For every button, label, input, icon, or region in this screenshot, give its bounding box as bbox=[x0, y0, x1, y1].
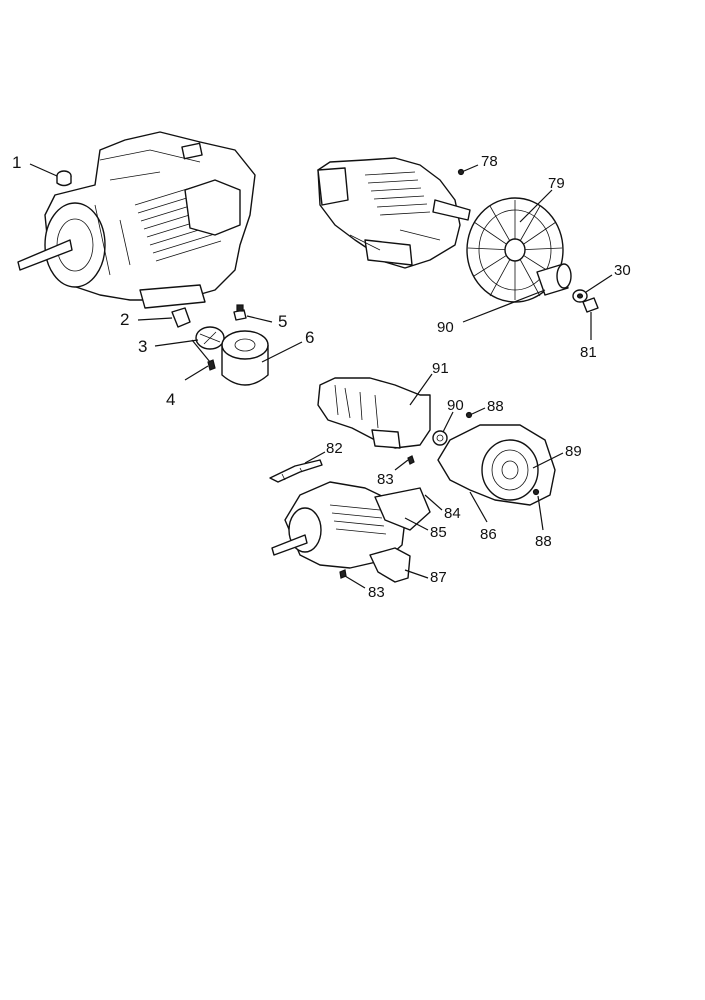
callout-82: 82 bbox=[326, 440, 343, 457]
callout-78: 78 bbox=[481, 153, 498, 170]
engine-block-right bbox=[317, 157, 471, 269]
callout-88-bottom: 88 bbox=[535, 533, 552, 550]
callout-91: 91 bbox=[432, 360, 449, 377]
callout-3: 3 bbox=[138, 337, 147, 356]
part-78: 78 bbox=[457, 153, 498, 176]
callout-81: 81 bbox=[580, 344, 597, 361]
part-82-bracket: 82 bbox=[269, 440, 343, 483]
callout-86: 86 bbox=[480, 526, 497, 543]
callout-1: 1 bbox=[12, 153, 21, 172]
part-30-washer: 30 bbox=[572, 262, 631, 303]
part-83-bottom: 83 bbox=[339, 569, 385, 601]
callout-90-bottom: 90 bbox=[447, 397, 464, 414]
part-88-bottom: 88 bbox=[532, 488, 552, 550]
callout-30: 30 bbox=[614, 262, 631, 279]
part-90-bottom: 90 bbox=[432, 397, 464, 446]
callout-83-bottom: 83 bbox=[368, 584, 385, 601]
part-2: 2 bbox=[120, 307, 191, 329]
blower-housing-assembly: 91 bbox=[317, 360, 449, 449]
part-90-top: 90 bbox=[437, 263, 572, 336]
engine-block-lower: 84 85 bbox=[271, 481, 461, 569]
part-88-top: 88 bbox=[465, 398, 504, 419]
callout-89: 89 bbox=[565, 443, 582, 460]
callout-88-top: 88 bbox=[487, 398, 504, 415]
callout-84: 84 bbox=[444, 505, 461, 522]
part-83-top: 83 bbox=[377, 455, 415, 488]
part-4: 4 bbox=[166, 339, 216, 409]
callout-2: 2 bbox=[120, 310, 129, 329]
callout-87: 87 bbox=[430, 569, 447, 586]
callout-6: 6 bbox=[305, 328, 314, 347]
part-86-89-recoil-housing: 89 86 bbox=[437, 424, 582, 543]
callout-4: 4 bbox=[166, 390, 175, 409]
callout-5: 5 bbox=[278, 312, 287, 331]
part-3: 3 bbox=[138, 326, 225, 356]
callout-90-top: 90 bbox=[437, 319, 454, 336]
part-5: 5 bbox=[233, 304, 287, 331]
part-6-oil-filter: 6 bbox=[221, 328, 314, 386]
part-81-nut: 81 bbox=[580, 297, 599, 361]
callout-79: 79 bbox=[548, 175, 565, 192]
engine-block-left bbox=[17, 131, 256, 309]
part-1: 1 bbox=[12, 153, 72, 187]
callout-83-top: 83 bbox=[377, 471, 394, 488]
callout-85: 85 bbox=[430, 524, 447, 541]
part-87-shield: 87 bbox=[369, 547, 447, 586]
